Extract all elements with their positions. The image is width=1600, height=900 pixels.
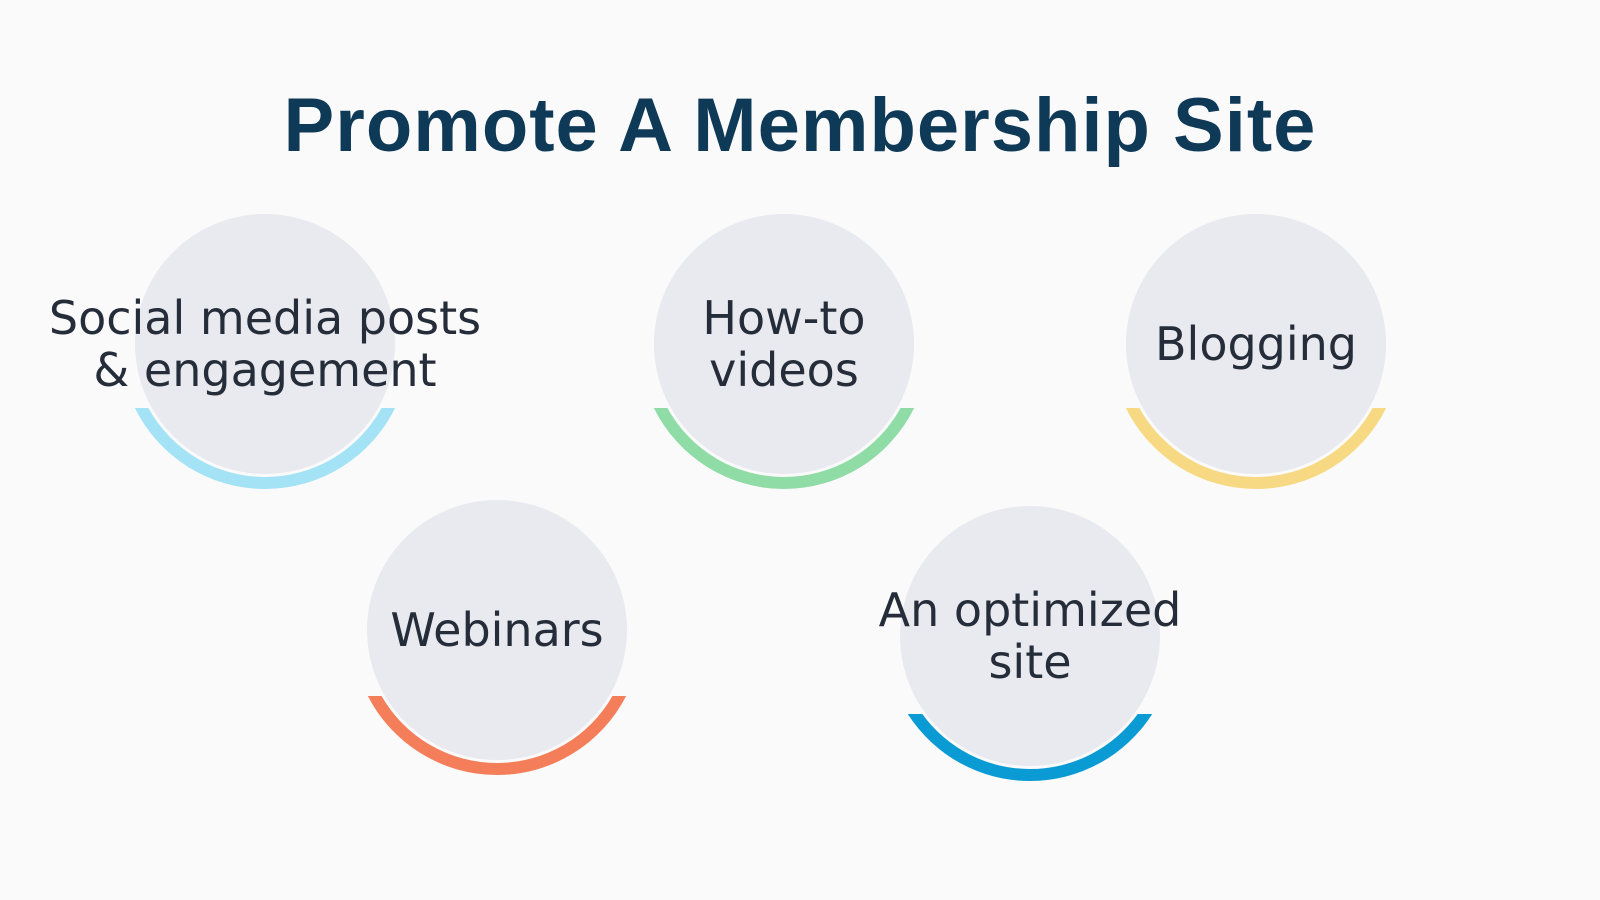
node-1 [134,214,396,489]
node-circle [367,500,627,760]
node-2 [653,214,915,490]
node-circle [900,506,1160,766]
accent-arc [1125,408,1387,489]
node-label-line1: How-to [702,291,866,345]
node-label-line1: An optimized [878,583,1182,637]
node-label-line2: videos [709,343,859,397]
node-circle [654,214,914,474]
accent-arc [134,408,396,489]
node-label-line1: Blogging [1154,317,1358,371]
accent-arc [367,696,627,775]
node-label: Social media posts& engagement [49,292,481,396]
node-4 [367,500,627,775]
page-title: Promote A Membership Site [283,83,1317,168]
node-label: Webinars [390,604,603,656]
node-label-line1: Webinars [390,603,604,657]
node-3 [1125,214,1387,489]
node-circle [1126,214,1386,474]
node-label-line1: Social media posts [48,291,482,345]
node-5 [900,506,1160,781]
node-label-line2: site [988,635,1072,689]
accent-arc [653,408,915,490]
node-circle [135,214,395,474]
accent-arc [907,714,1153,781]
node-label-line2: & engagement [93,343,437,397]
node-label: Blogging [1155,318,1357,370]
